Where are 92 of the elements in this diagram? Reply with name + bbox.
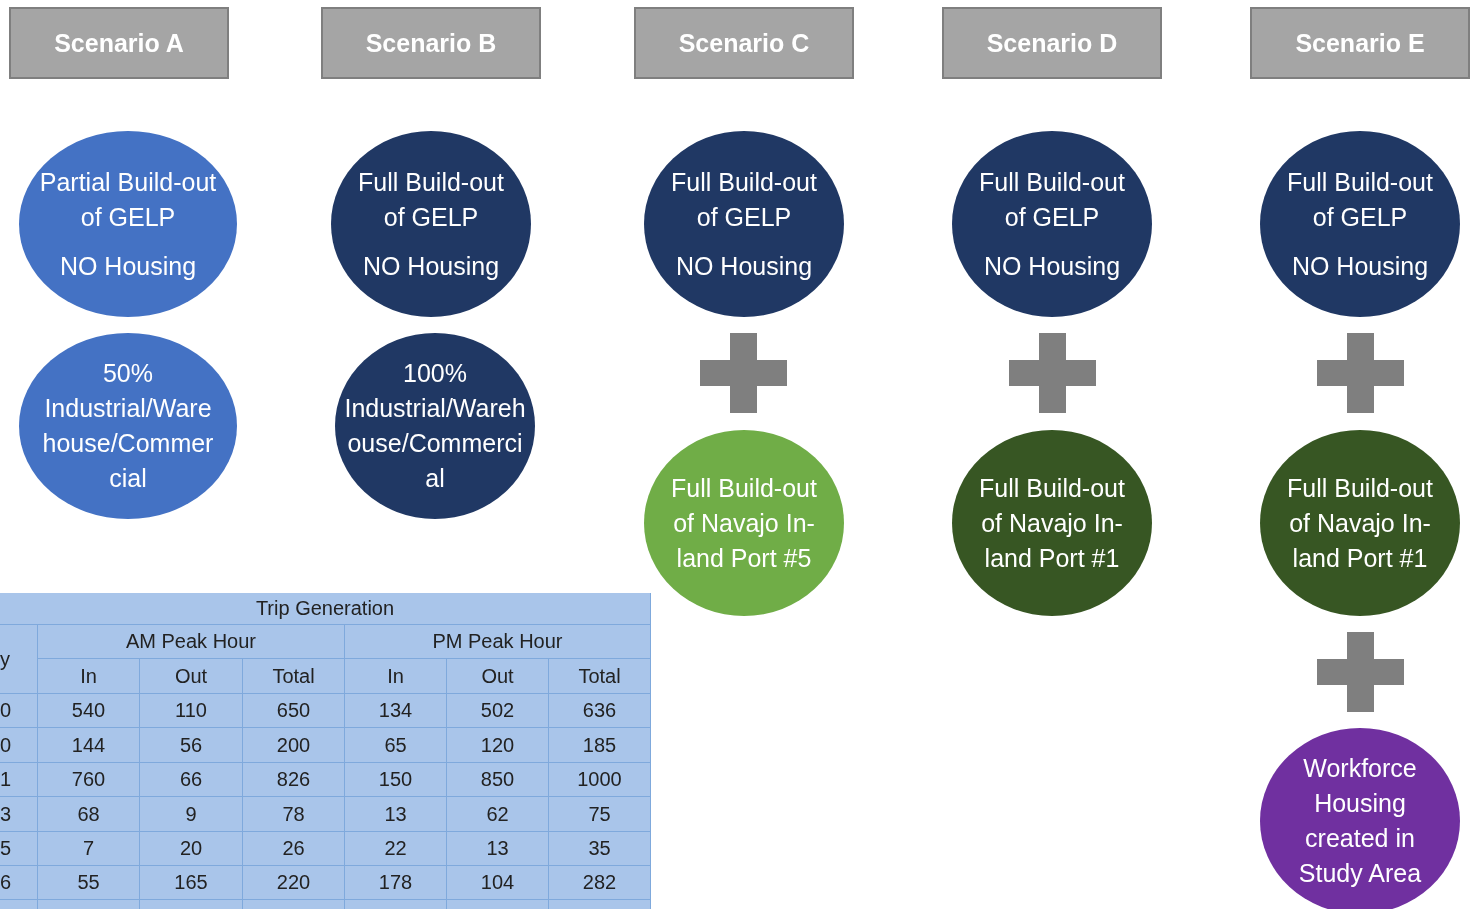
table-cell: 178 [345,866,447,900]
circle-label: 50% Industrial/Warehouse/Commercial [41,358,215,494]
table-cell: 150 [345,763,447,797]
table-cell: 13 [345,797,447,832]
circle-label: Full Build-out of GELP [357,166,505,233]
table-cell: y [0,625,38,694]
table-cell: 20 [140,832,243,866]
table-cell: 65 [345,728,447,763]
circle-label: Workforce Housing created in Study Area [1297,753,1423,889]
table-cell: 75 [549,797,651,832]
table-cell: 9 [140,797,243,832]
table-cell: PM Peak Hour [345,625,651,659]
header-label: Scenario A [54,28,184,58]
circle-label: Partial Build-out of GELP [38,166,218,233]
scenario-header [634,7,854,79]
table-cell: 5 [0,832,38,866]
scenario-circle [19,333,237,519]
table-cell: 1 [0,763,38,797]
scenario-circle [1260,430,1460,616]
table-cell: 200 [243,728,345,763]
plus-icon [1317,632,1404,712]
scenario-header [9,7,229,79]
scenario-circle [1260,131,1460,317]
table-cell: 1000 [549,763,651,797]
table-cell: 282 [549,866,651,900]
table-cell: 760 [38,763,140,797]
scenario-circle [952,131,1152,317]
circle-label: NO Housing [982,250,1122,282]
table-cell: 110 [140,694,243,728]
table-cell: 13 [447,832,549,866]
header-label: Scenario E [1295,28,1425,58]
circle-label: NO Housing [674,250,814,282]
circle-label: Full Build-out of Navajo In-land Port #1 [978,472,1126,574]
header-label: Scenario C [678,28,810,58]
scenario-circle [19,131,237,317]
table-cell: 144 [38,728,140,763]
table-cell: Total [549,659,651,694]
scenario-circle [644,430,844,616]
table-cell: 7 [38,832,140,866]
scenario-header [321,7,541,79]
table-cell: 68 [38,797,140,832]
circle-label: 100% Industrial/Warehouse/Commercial [343,358,527,494]
table-cell: 6 [0,866,38,900]
table-cell: 165 [140,866,243,900]
table-cell: 502 [447,694,549,728]
scenario-header [1250,7,1470,79]
circle-label: Full Build-out of Navajo In-land Port #5 [670,472,818,574]
table-cell: 78 [243,797,345,832]
table-cell: 826 [243,763,345,797]
circle-label: NO Housing [58,250,198,282]
table-cell: 134 [345,694,447,728]
table-cell: 62 [447,797,549,832]
table-cell: 66 [140,763,243,797]
circle-label: NO Housing [361,250,501,282]
table-cell: 0 [0,728,38,763]
header-label: Scenario B [365,28,497,58]
table-cell: In [38,659,140,694]
table-cell: 0 [0,694,38,728]
table-cell: In [345,659,447,694]
table-cell: 26 [243,832,345,866]
table-cell: 35 [549,832,651,866]
scenario-circle [335,333,535,519]
scenario-header [942,7,1162,79]
scenario-circle [952,430,1152,616]
circle-label: Full Build-out of GELP [670,166,818,233]
table-cell: 650 [243,694,345,728]
plus-icon [1317,333,1404,413]
scenario-circle [331,131,531,317]
table-cell: Out [447,659,549,694]
table-cell: Total [243,659,345,694]
table-cell: 104 [447,866,549,900]
circle-label: Full Build-out of GELP [978,166,1126,233]
circle-label: NO Housing [1290,250,1430,282]
plus-icon [700,333,787,413]
table-cell: Trip Generation [0,593,651,625]
table-cell: AM Peak Hour [38,625,345,659]
table-cell: 220 [243,866,345,900]
table-cell: 850 [447,763,549,797]
table-cell: 540 [38,694,140,728]
plus-icon [1009,333,1096,413]
table-cell: 636 [549,694,651,728]
table-cell: 185 [549,728,651,763]
table-cell: 55 [38,866,140,900]
table-cell: 3 [0,797,38,832]
table-cell: 56 [140,728,243,763]
scenario-circle [644,131,844,317]
table-cell: Out [140,659,243,694]
table-cell: 22 [345,832,447,866]
circle-label: Full Build-out of Navajo In-land Port #1 [1286,472,1434,574]
table-cell: 120 [447,728,549,763]
header-label: Scenario D [986,28,1118,58]
circle-label: Full Build-out of GELP [1286,166,1434,233]
